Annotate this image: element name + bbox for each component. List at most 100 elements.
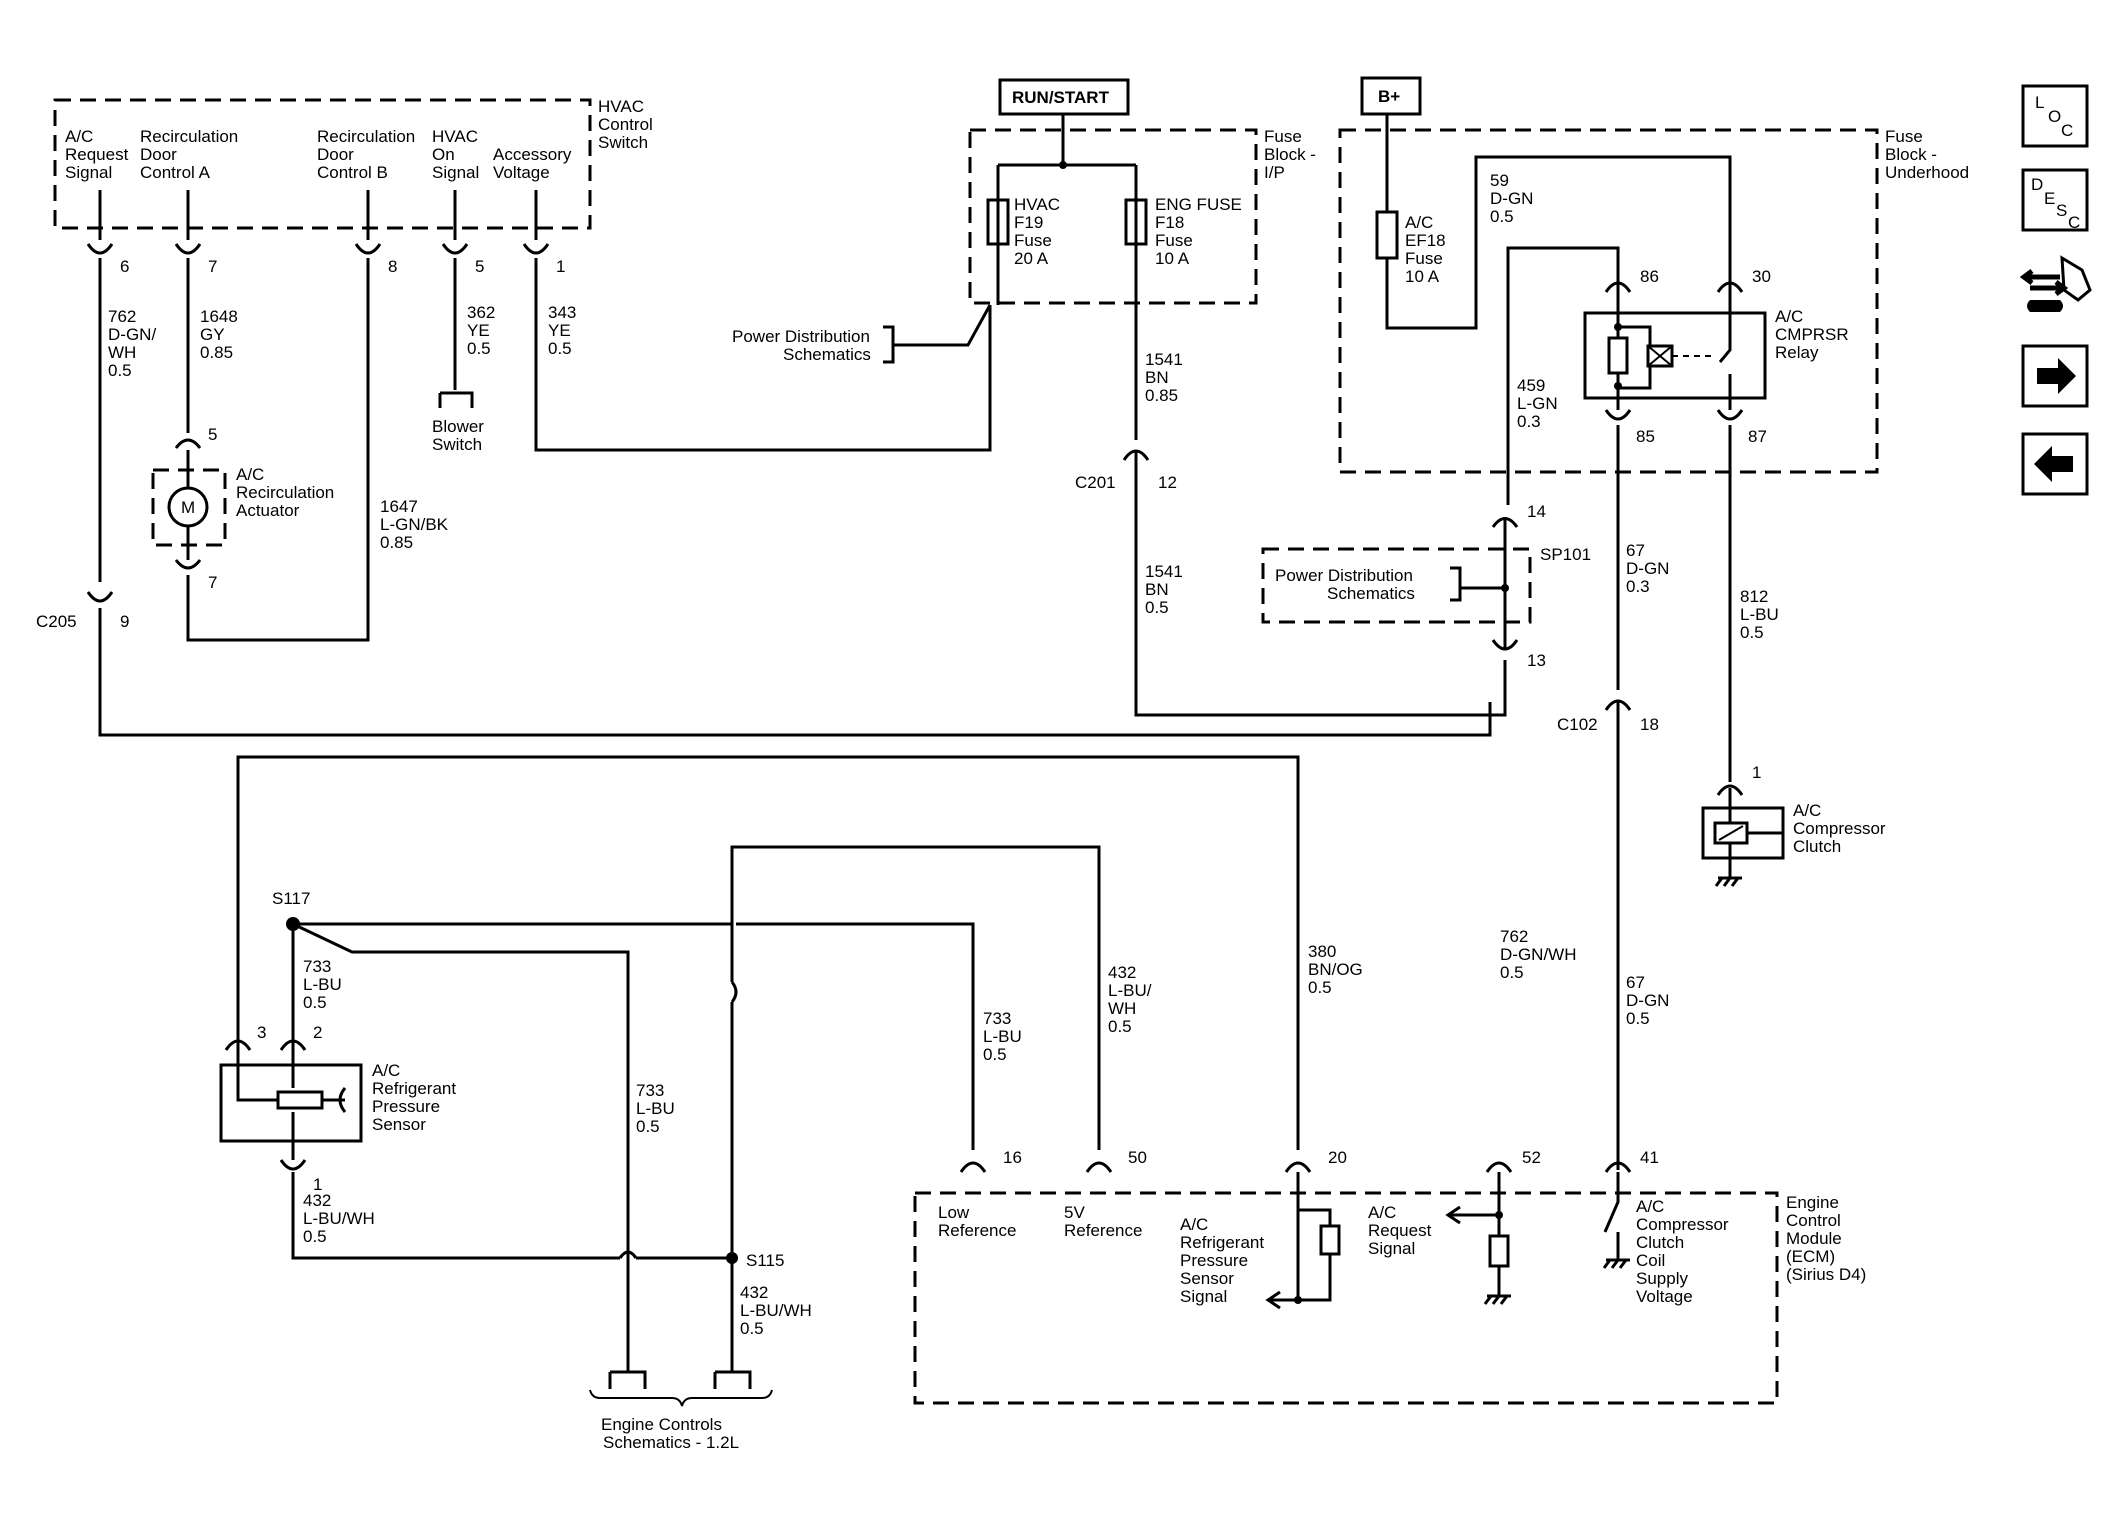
w733-c-2: L-BU	[983, 1027, 1022, 1046]
engine-controls-1: Engine Controls	[601, 1415, 722, 1434]
fuse-block-uh-title-2: Block -	[1885, 145, 1937, 164]
ecm-title-5: (Sirius D4)	[1786, 1265, 1866, 1284]
blower-switch-label-1: Blower	[432, 417, 484, 436]
hvac-fuse-3: Fuse	[1014, 231, 1052, 250]
loc-o: O	[2048, 107, 2061, 126]
motor-icon	[167, 486, 209, 528]
ac-refrigerant-pressure-sensor: 3 2 1 A/C Refrigerant Pressure Sensor	[219, 924, 456, 1194]
ecm-title-2: Control	[1786, 1211, 1841, 1230]
ecm-low-ref-1: Low	[938, 1203, 970, 1222]
w1541-a-2: BN	[1145, 368, 1169, 387]
recirc-b-label-1: Recirculation	[317, 127, 415, 146]
w762-a-2: D-GN/	[108, 325, 156, 344]
relay-pin-86: 86	[1640, 267, 1659, 286]
w762-a-3: WH	[108, 343, 136, 362]
eng-fuse-4: 10 A	[1155, 249, 1190, 268]
connector-view-button[interactable]	[2019, 255, 2092, 312]
fuse-block-uh-title-3: Underhood	[1885, 163, 1969, 182]
w362-1: 362	[467, 303, 495, 322]
fuse-block-ip-title-3: I/P	[1264, 163, 1285, 182]
w1541-b-1: 1541	[1145, 562, 1183, 581]
w67-a-3: 0.3	[1626, 577, 1650, 596]
fuse-block-uh-title-1: Fuse	[1885, 127, 1923, 146]
w1648-1: 1648	[200, 307, 238, 326]
loc-l: L	[2035, 93, 2044, 112]
connector-c102: C102 18	[1557, 699, 1659, 1170]
w432-b-1: 432	[740, 1283, 768, 1302]
ac-fuse-1: A/C	[1405, 213, 1433, 232]
w459-2: L-GN	[1517, 394, 1558, 413]
eng-fuse-1: ENG FUSE	[1155, 195, 1242, 214]
w432-a-2: L-BU/WH	[303, 1209, 375, 1228]
relay-label-2: CMPRSR	[1775, 325, 1849, 344]
w380-1: 380	[1308, 942, 1336, 961]
fuse-block-ip-title-2: Block -	[1264, 145, 1316, 164]
w812-1: 812	[1740, 587, 1768, 606]
hvac-on-label-2: On	[432, 145, 455, 164]
ecm-pullup-resistor-icon	[1319, 1224, 1341, 1256]
run-start-source: RUN/START	[998, 78, 1130, 116]
w1647-3: 0.85	[380, 533, 413, 552]
c205-pin-9: 9	[120, 612, 129, 631]
relay-label-3: Relay	[1775, 343, 1819, 362]
sp101-pds-1: Power Distribution	[1275, 566, 1413, 585]
desc-d: D	[2031, 175, 2043, 194]
w1648-3: 0.85	[200, 343, 233, 362]
eng-fuse-2: F18	[1155, 213, 1184, 232]
sensor-label-3: Pressure	[372, 1097, 440, 1116]
w1648-2: GY	[200, 325, 225, 344]
ecm-pin-20: 20	[1328, 1148, 1347, 1167]
connector-c201: C201 12	[1075, 449, 1507, 717]
w762-b-2: D-GN/WH	[1500, 945, 1576, 964]
recirc-a-label-2: Door	[140, 145, 177, 164]
pin-7: 7	[208, 257, 217, 276]
sp101-label: SP101	[1540, 545, 1591, 564]
s117-label: S117	[272, 889, 310, 908]
desc-button[interactable]: D E S C	[2021, 168, 2089, 232]
c102-pin-18: 18	[1640, 715, 1659, 734]
ecm-req-1: A/C	[1368, 1203, 1396, 1222]
sensor-resistor-icon	[276, 1090, 324, 1110]
ecm-press-5: Signal	[1180, 1287, 1227, 1306]
w59-3: 0.5	[1490, 207, 1514, 226]
relay-label-1: A/C	[1775, 307, 1803, 326]
w733-a-2: L-BU	[303, 975, 342, 994]
w67-b-1: 67	[1626, 973, 1645, 992]
w812-3: 0.5	[1740, 623, 1764, 642]
s115-label: S115	[746, 1251, 784, 1270]
ecm-clutch-6: Voltage	[1636, 1287, 1693, 1306]
w432-c-2: L-BU/	[1108, 981, 1152, 1000]
w733-b-3: 0.5	[636, 1117, 660, 1136]
ecm-clutch-2: Compressor	[1636, 1215, 1729, 1234]
w762-a-4: 0.5	[108, 361, 132, 380]
previous-page-button[interactable]	[2021, 432, 2089, 496]
b-plus-label: B+	[1378, 87, 1400, 106]
ecm-pin-50: 50	[1128, 1148, 1147, 1167]
relay-pin-30: 30	[1752, 267, 1771, 286]
blower-switch-label-2: Switch	[432, 435, 482, 454]
ecm-pin-16: 16	[1003, 1148, 1022, 1167]
relay-pin-85: 85	[1636, 427, 1655, 446]
sensor-pin-3: 3	[257, 1023, 266, 1042]
splice-sp101: 14 SP101 Power Distribution Schematics 1…	[1261, 502, 1591, 670]
loc-button[interactable]: L O C	[2021, 84, 2089, 148]
arrow-left-icon	[2034, 446, 2073, 482]
w59-1: 59	[1490, 171, 1509, 190]
recirc-b-label-2: Door	[317, 145, 354, 164]
w762-a-1: 762	[108, 307, 136, 326]
w733-c-1: 733	[983, 1009, 1011, 1028]
sp101-pds-2: Schematics	[1327, 584, 1415, 603]
connector-tool-icon	[2019, 255, 2092, 312]
w67-a-1: 67	[1626, 541, 1645, 560]
c201-label: C201	[1075, 473, 1116, 492]
c205-label: C205	[36, 612, 77, 631]
w362-2: YE	[467, 321, 490, 340]
next-page-button[interactable]	[2021, 344, 2089, 408]
pin-1: 1	[556, 257, 565, 276]
w1541-b-3: 0.5	[1145, 598, 1169, 617]
ac-request-signal-label-2: Request	[65, 145, 129, 164]
ecm-pulldown-resistor-icon	[1488, 1234, 1510, 1268]
w1647-2: L-GN/BK	[380, 515, 449, 534]
hvac-switch-title-3: Switch	[598, 133, 648, 152]
w343-3: 0.5	[548, 339, 572, 358]
